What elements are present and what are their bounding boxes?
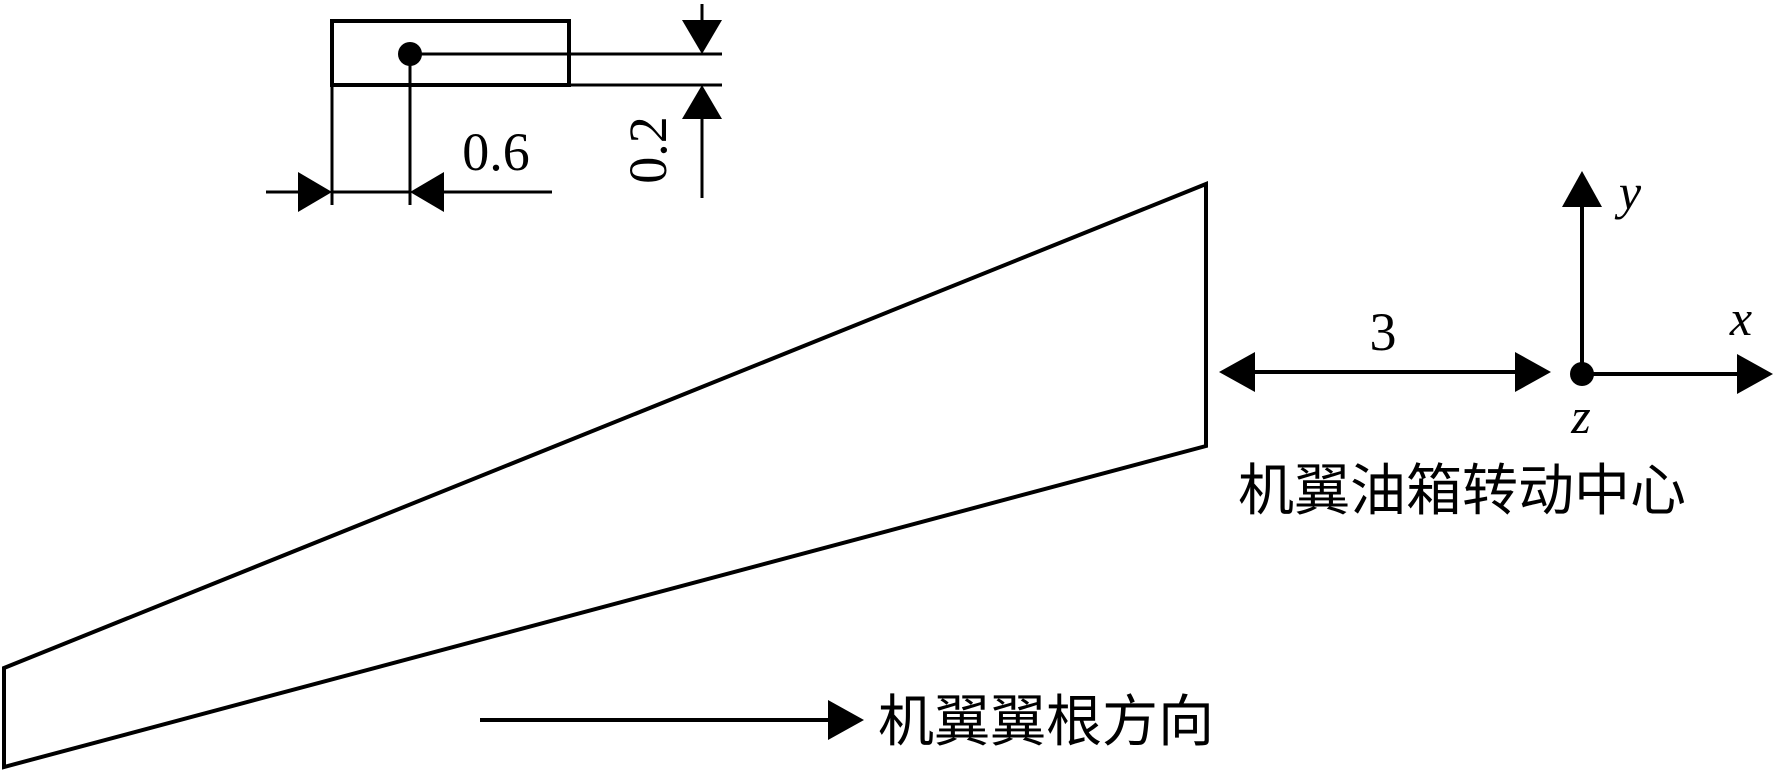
rotation-center-label: 机翼油箱转动中心	[1238, 459, 1686, 524]
dim-3-right-arrowhead	[1515, 352, 1551, 392]
dim-06-right-arrowhead	[410, 172, 444, 212]
wing-root-direction-arrowhead	[828, 700, 864, 740]
x-axis-arrowhead	[1737, 354, 1773, 394]
z-axis-label: z	[1570, 388, 1590, 444]
wing-root-direction-label: 机翼翼根方向	[878, 690, 1214, 755]
dim-02-label: 0.2	[618, 116, 678, 184]
dim-06-label: 0.6	[462, 122, 530, 182]
dim-3-left-arrowhead	[1219, 352, 1255, 392]
dim-02-bottom-arrowhead	[682, 85, 722, 119]
wing-outline	[1, 181, 1208, 770]
y-axis-arrowhead	[1562, 171, 1602, 207]
dim-02-top-arrowhead	[682, 20, 722, 54]
y-axis-label: y	[1614, 164, 1642, 220]
x-axis-label: x	[1729, 290, 1752, 346]
dim-06-left-arrowhead	[298, 172, 332, 212]
dim-3-label: 3	[1370, 302, 1397, 362]
